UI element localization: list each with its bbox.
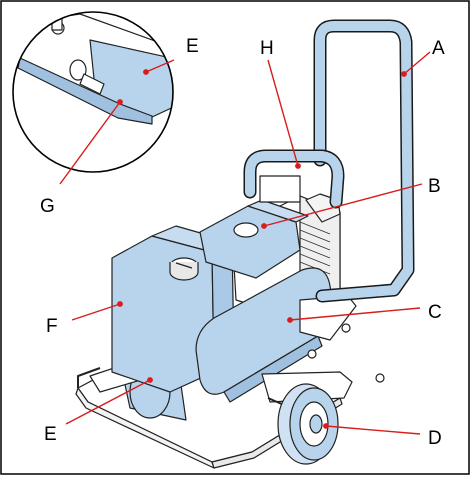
leader-f-dot — [117, 301, 123, 307]
label-b: B — [428, 176, 441, 197]
leader-e-top — [145, 59, 175, 73]
zoom-clamp — [79, 73, 105, 95]
leader-a-dot — [401, 71, 407, 77]
leader-b — [263, 183, 423, 227]
leader-c-dot — [287, 317, 293, 323]
lifting-bar-h — [245, 151, 343, 207]
leader-a — [403, 51, 431, 75]
bolt-3 — [375, 373, 385, 383]
handle-a — [315, 21, 413, 301]
leader-e-bottom-dot — [147, 377, 153, 383]
plate-compactor — [75, 19, 415, 469]
zoom-circle-border — [12, 11, 174, 173]
label-h: H — [260, 38, 274, 59]
belt-guard-c-edge — [223, 335, 323, 403]
leader-h — [267, 59, 299, 167]
wheel-d-hub — [309, 414, 323, 434]
label-a: A — [432, 38, 445, 59]
label-f: F — [46, 316, 58, 337]
lift-bracket — [259, 175, 301, 203]
label-d: D — [428, 428, 442, 449]
leader-e-top-dot — [143, 69, 149, 75]
tank-cap-side — [169, 262, 199, 281]
label-g: G — [40, 196, 55, 217]
bolt-1 — [341, 323, 351, 333]
engine-cap — [233, 222, 259, 238]
leader-lines — [59, 51, 431, 435]
label-c: C — [428, 302, 442, 323]
leader-g-dot — [117, 99, 123, 105]
leader-h-dot — [295, 163, 301, 169]
leader-e-bottom — [65, 379, 151, 425]
engine-cover-b-top — [247, 199, 309, 223]
leader-d — [325, 425, 421, 435]
bolt-2 — [307, 349, 317, 359]
leader-c — [289, 307, 421, 321]
zoom-fastener — [69, 59, 87, 81]
leader-b-dot — [261, 223, 267, 229]
leader-g — [59, 101, 121, 185]
tank-cap-line — [175, 262, 193, 269]
leader-f — [71, 303, 121, 321]
leader-d-dot — [323, 423, 329, 429]
label-e-bottom: E — [44, 424, 57, 445]
callout-labels: A H B C D E E F G — [40, 36, 445, 449]
label-e-top: E — [186, 36, 199, 57]
rear-bar — [77, 367, 101, 388]
detail-zoom — [12, 11, 174, 173]
